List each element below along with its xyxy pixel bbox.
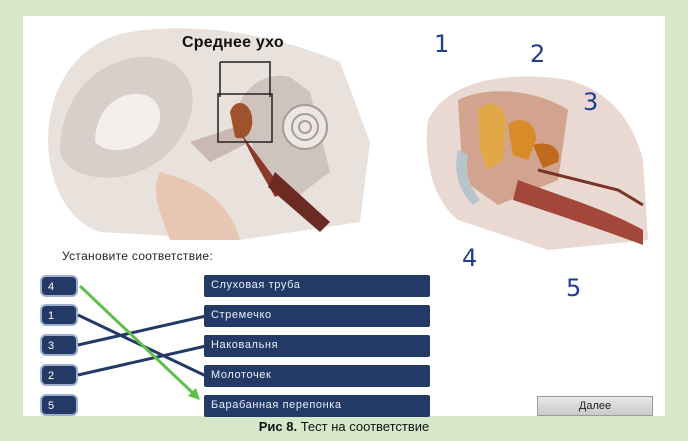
label-1: 1 <box>434 30 449 58</box>
right-item-stapes[interactable]: Стремечко <box>204 305 430 327</box>
caption-text: Тест на соответствие <box>297 419 429 434</box>
label-4: 4 <box>462 244 477 272</box>
label-2: 2 <box>530 40 545 68</box>
caption-number: Рис 8. <box>259 419 297 434</box>
right-item-incus[interactable]: Наковальня <box>204 335 430 357</box>
left-item-3[interactable]: 3 <box>40 334 78 356</box>
left-item-2[interactable]: 2 <box>40 364 78 386</box>
left-item-5[interactable]: 5 <box>40 394 78 416</box>
left-item-4[interactable]: 4 <box>40 275 78 297</box>
middle-ear-title: Среднее ухо <box>182 34 284 52</box>
right-item-malleus[interactable]: Молоточек <box>204 365 430 387</box>
right-item-eardrum[interactable]: Барабанная перепонка <box>204 395 430 417</box>
left-item-1[interactable]: 1 <box>40 304 78 326</box>
right-item-eustachian-tube[interactable]: Слуховая труба <box>204 275 430 297</box>
label-5: 5 <box>566 274 581 302</box>
ear-cross-section-illustration <box>40 22 370 240</box>
figure-caption: Рис 8. Тест на соответствие <box>0 419 688 434</box>
next-button[interactable]: Далее <box>537 396 653 416</box>
label-3: 3 <box>583 88 598 116</box>
instruction-text: Установите соответствие: <box>62 249 213 263</box>
